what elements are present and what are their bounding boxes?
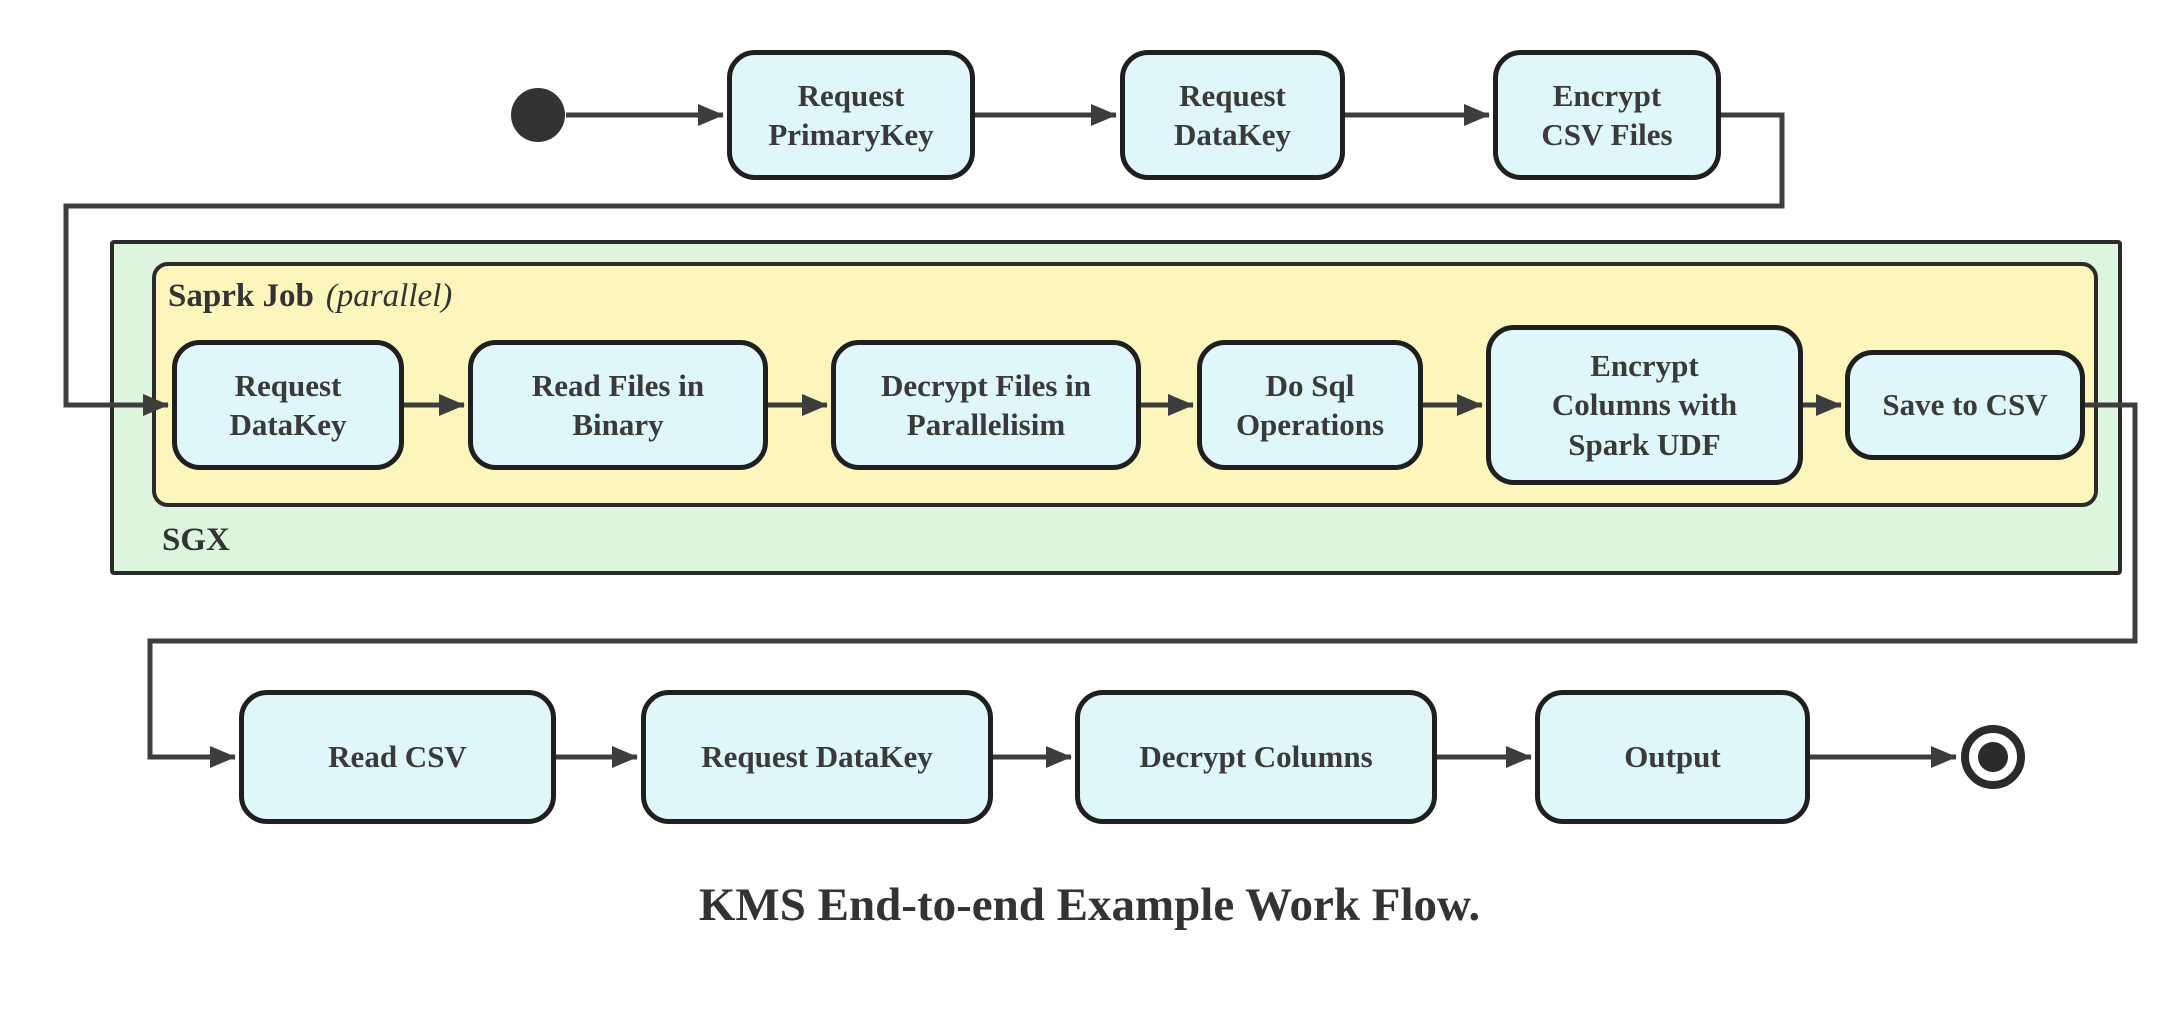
edge-encrypt-csv-files-request-datakey-sgx bbox=[63, 112, 1785, 416]
node-request-primarykey: Request PrimaryKey bbox=[727, 50, 975, 180]
spark-job-label: Saprk Job (parallel) bbox=[168, 278, 452, 315]
node-request-datakey-top: Request DataKey bbox=[1120, 50, 1345, 180]
node-read-files-in-binary: Read Files in Binary bbox=[468, 340, 768, 470]
node-decrypt-columns: Decrypt Columns bbox=[1075, 690, 1437, 824]
sgx-label: SGX bbox=[162, 522, 230, 558]
node-encrypt-columns-with-spark-udf: Encrypt Columns with Spark UDF bbox=[1486, 325, 1803, 485]
final-state-inner-dot-icon bbox=[1978, 742, 2008, 772]
node-request-datakey-bottom: Request DataKey bbox=[641, 690, 993, 824]
diagram-title: KMS End-to-end Example Work Flow. bbox=[698, 879, 1481, 931]
spark-job-label-qualifier: (parallel) bbox=[325, 278, 453, 314]
initial-state-icon bbox=[511, 88, 565, 142]
final-state-icon bbox=[1961, 725, 2025, 789]
edge-save-to-csv-read-csv bbox=[147, 402, 2138, 768]
node-request-datakey-sgx: Request DataKey bbox=[172, 340, 404, 470]
node-encrypt-csv-files: Encrypt CSV Files bbox=[1493, 50, 1721, 180]
spark-job-label-bold: Saprk Job bbox=[168, 278, 314, 314]
node-do-sql-operations: Do Sql Operations bbox=[1197, 340, 1423, 470]
node-save-to-csv: Save to CSV bbox=[1845, 350, 2085, 460]
node-output: Output bbox=[1535, 690, 1810, 824]
node-decrypt-files-in-parallelisim: Decrypt Files in Parallelisim bbox=[831, 340, 1141, 470]
node-read-csv: Read CSV bbox=[239, 690, 556, 824]
